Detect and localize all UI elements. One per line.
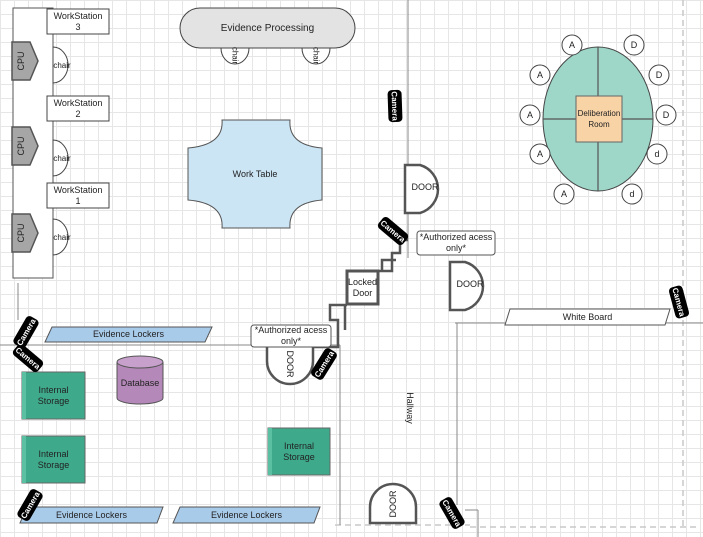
chair-ws2 [52, 139, 69, 177]
chair-ep-right [301, 47, 331, 65]
workstation-3-box [46, 8, 110, 35]
authorized-notice-top-box [416, 230, 496, 256]
chair-ws3 [52, 46, 69, 84]
white-board [504, 308, 671, 326]
workstation-2-box [46, 95, 110, 122]
seat-8 [646, 143, 668, 165]
internal-storage-2 [21, 435, 86, 484]
work-table [187, 119, 323, 229]
camera-3 [668, 285, 690, 319]
evidence-lockers-top [44, 326, 213, 343]
door-lockers [265, 344, 315, 386]
seat-6 [655, 104, 677, 126]
evidence-lockers-bottom-left [19, 506, 164, 524]
camera-2 [377, 216, 409, 246]
seat-1 [561, 34, 583, 56]
internal-storage-1 [21, 371, 86, 420]
seat-5 [519, 104, 541, 126]
camera-5 [12, 343, 44, 373]
authorized-notice-lower-box [250, 324, 332, 348]
deliberation-room-box [575, 95, 623, 143]
door-bottom [368, 482, 418, 525]
workstation-1-box [46, 182, 110, 209]
chair-ep-left [220, 47, 250, 65]
locked-door [345, 269, 380, 306]
seat-10 [621, 183, 643, 205]
seat-7 [529, 143, 551, 165]
evidence-lockers-bottom-right [172, 506, 321, 524]
chair-ws1 [52, 218, 69, 256]
camera-7 [17, 489, 43, 521]
cpu-1 [11, 213, 39, 253]
camera-1 [387, 89, 403, 123]
seat-2 [623, 34, 645, 56]
camera-4 [13, 316, 39, 348]
camera-8 [439, 497, 465, 529]
cameras [12, 89, 690, 529]
database [116, 355, 164, 405]
door-mid-right [448, 260, 485, 312]
evidence-processing-table [179, 7, 356, 49]
cpu-3 [11, 41, 39, 81]
cpu-2 [11, 126, 39, 166]
door-top [403, 163, 440, 215]
seat-4 [648, 64, 670, 86]
camera-6 [311, 348, 337, 380]
seat-3 [529, 64, 551, 86]
seat-9 [553, 183, 575, 205]
internal-storage-3 [267, 427, 331, 476]
